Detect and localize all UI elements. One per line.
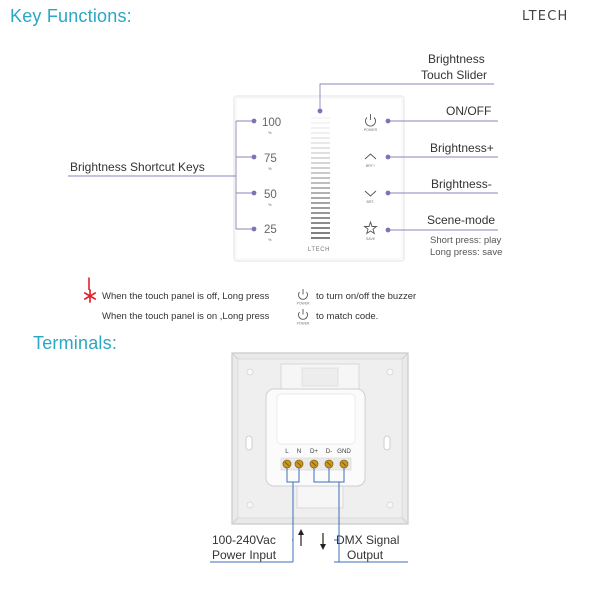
brightness-plus-label: Brightness+ — [430, 141, 494, 155]
touch-slider — [311, 117, 330, 239]
slider-label-line2: Touch Slider — [421, 68, 488, 82]
terminals-diagram: L N D+ D- GND — [210, 352, 409, 563]
svg-text:POWER: POWER — [364, 128, 378, 132]
panel-brand: LTECH — [308, 247, 330, 253]
terminal-screws — [280, 457, 352, 471]
on-off-label: ON/OFF — [446, 104, 492, 118]
note-power-icon-1: POWER — [296, 288, 310, 306]
shortcut-keys-label: Brightness Shortcut Keys — [70, 160, 205, 174]
svg-text:POWER: POWER — [297, 322, 310, 326]
short-press-label: Short press: play — [430, 235, 502, 246]
terminal-label-gnd: GND — [337, 448, 351, 455]
svg-text:BRT+: BRT+ — [366, 164, 375, 168]
key-25-value: 25 — [264, 224, 277, 236]
long-press-label: Long press: save — [430, 247, 503, 258]
note-line2-end: to match code. — [316, 311, 379, 322]
slider-label-line1: Brightness — [428, 52, 485, 66]
terminals-title: Terminals: — [33, 333, 118, 353]
terminal-label-l: L — [285, 448, 289, 455]
terminal-label-n: N — [297, 448, 301, 455]
brand-logo: LTECH — [522, 9, 569, 24]
star-icon — [363, 220, 378, 235]
note-line2-start: When the touch panel is on ,Long press — [102, 311, 270, 322]
svg-text:BRT-: BRT- — [366, 200, 375, 204]
brightness-minus-label: Brightness- — [431, 177, 492, 191]
note-power-icon-2: POWER — [296, 308, 310, 326]
terminal-label-dplus: D+ — [310, 448, 318, 455]
power-input-line1: 100-240Vac — [212, 533, 276, 547]
key-75-value: 75 — [264, 153, 277, 165]
chevron-down-icon — [364, 190, 377, 197]
svg-text:%: % — [268, 130, 272, 135]
terminal-label-dminus: D- — [326, 448, 333, 455]
dmx-output-line2: Output — [347, 548, 384, 562]
power-icon — [365, 114, 376, 127]
note-line1-end: to turn on/off the buzzer — [316, 291, 417, 302]
key-50-value: 50 — [264, 189, 277, 201]
key-functions-title: Key Functions: — [10, 6, 132, 26]
svg-text:%: % — [268, 166, 272, 171]
svg-text:POWER: POWER — [297, 302, 310, 306]
power-input-line2: Power Input — [212, 548, 277, 562]
svg-text:SAVE: SAVE — [366, 237, 376, 241]
dmx-output-line1: DMX Signal — [336, 533, 400, 547]
scene-mode-label: Scene-mode — [427, 213, 496, 227]
svg-text:%: % — [268, 237, 272, 242]
key-functions-diagram: 100 % 75 % 50 % 25 % POWER BRT+ BRT- SAV… — [68, 83, 498, 290]
key-100-value: 100 — [262, 117, 281, 129]
note-line1-start: When the touch panel is off, Long press — [102, 291, 270, 302]
svg-text:%: % — [268, 202, 272, 207]
chevron-up-icon — [364, 153, 377, 160]
asterisk-icon — [83, 289, 97, 303]
